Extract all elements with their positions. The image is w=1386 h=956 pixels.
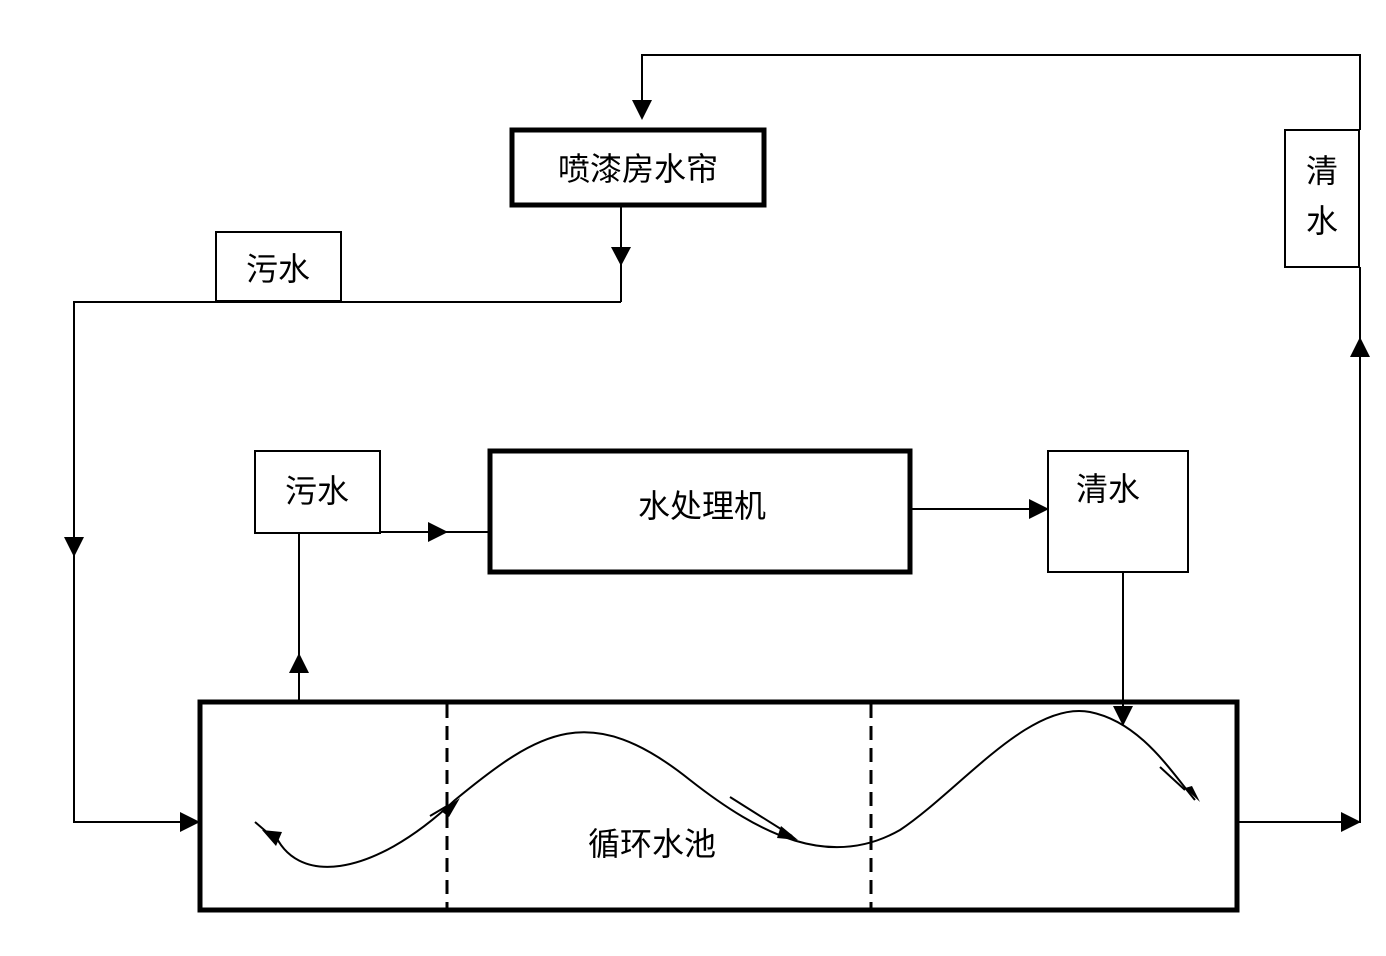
clean-water-right-box xyxy=(1284,129,1360,268)
clean-water-right-label-1: 清 xyxy=(1306,152,1338,190)
arrow-sewage-left-down xyxy=(64,537,84,557)
flow-tick-1 xyxy=(429,805,448,817)
flow-arrow-1 xyxy=(441,798,460,817)
water-treatment-box xyxy=(487,448,913,575)
clean-water-right-label-2: 水 xyxy=(1306,202,1338,240)
spray-booth-box xyxy=(509,127,767,208)
return-line-to-spray-booth xyxy=(641,54,1361,130)
flow-arrow-end xyxy=(1185,786,1200,802)
circulation-pool-label: 循环水池 xyxy=(588,825,716,863)
sewage-line-to-pool xyxy=(73,301,621,823)
arrow-up-to-clean-right xyxy=(1350,337,1370,357)
pool-flow-path xyxy=(273,709,1196,868)
flow-tick-3 xyxy=(1159,766,1186,791)
arrow-spray-booth-down xyxy=(611,247,631,266)
arrow-down-into-pool xyxy=(1113,706,1133,726)
spray-booth-label: 喷漆房水帘 xyxy=(558,150,718,188)
clean-water-mid-label: 清水 xyxy=(1076,470,1140,508)
water-treatment-label: 水处理机 xyxy=(638,487,766,525)
flow-arrow-2 xyxy=(777,826,798,840)
flow-arrow-start xyxy=(262,830,282,846)
circulation-pool-box xyxy=(197,699,1240,913)
sewage-top-label: 污水 xyxy=(246,250,310,288)
sewage-mid-label: 污水 xyxy=(285,472,349,510)
sewage-mid-box xyxy=(254,450,381,534)
arrow-pool-outflow-right xyxy=(1341,812,1361,832)
arrow-into-treatment xyxy=(428,522,448,542)
clean-water-mid-box xyxy=(1047,450,1189,573)
arrow-up-to-sewage-mid xyxy=(289,653,309,673)
arrow-into-pool-left xyxy=(180,812,200,832)
pool-outflow-line xyxy=(1238,267,1361,823)
sewage-top-box xyxy=(215,231,342,302)
arrow-into-clean-mid xyxy=(1029,499,1049,519)
arrow-into-spray-booth xyxy=(632,100,652,120)
